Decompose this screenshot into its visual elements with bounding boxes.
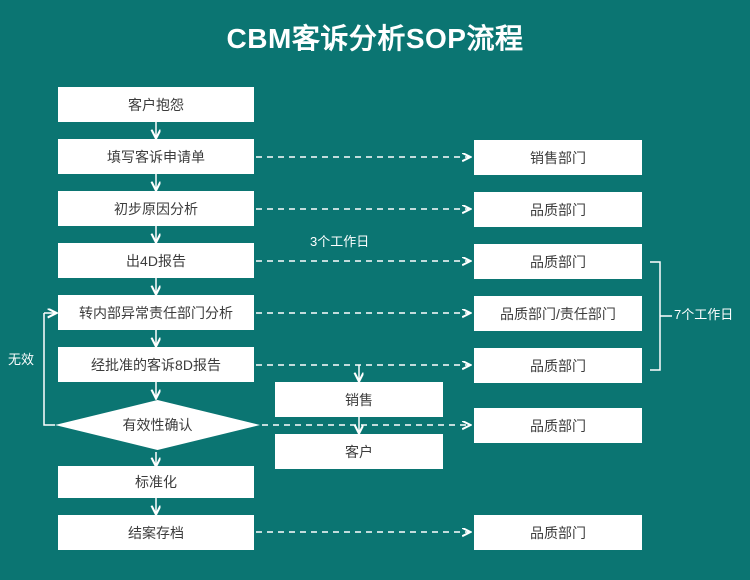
owner-label: 品质部门/责任部门 — [500, 305, 616, 322]
owner-label: 品质部门 — [530, 357, 586, 374]
owner-label: 品质部门 — [530, 201, 586, 218]
annotation-seven-working-days: 7个工作日 — [674, 307, 734, 322]
owner-box-quality-dept-3[interactable]: 品质部门 — [474, 348, 642, 383]
process-label: 出4D报告 — [126, 252, 186, 269]
process-box-fill-claim-form[interactable]: 填写客诉申请单 — [58, 139, 254, 174]
decision-effectiveness-confirmation[interactable]: 有效性确认 — [55, 400, 260, 450]
process-box-sales[interactable]: 销售 — [275, 382, 443, 417]
owner-box-quality-dept-1[interactable]: 品质部门 — [474, 192, 642, 227]
process-label: 填写客诉申请单 — [107, 148, 205, 165]
process-box-standardization[interactable]: 标准化 — [58, 466, 254, 498]
page-title: CBM客诉分析SOP流程 — [226, 23, 524, 54]
process-label: 标准化 — [135, 474, 177, 490]
owner-label: 品质部门 — [530, 524, 586, 541]
process-label: 客户 — [345, 443, 373, 460]
process-label: 客户抱怨 — [128, 96, 184, 113]
process-box-internal-dept-analysis[interactable]: 转内部异常责任部门分析 — [58, 295, 254, 330]
owner-box-quality-responsible-dept[interactable]: 品质部门/责任部门 — [474, 296, 642, 331]
process-box-4d-report[interactable]: 出4D报告 — [58, 243, 254, 278]
decision-label: 有效性确认 — [122, 417, 193, 433]
process-label: 结案存档 — [128, 524, 184, 541]
annotation-three-working-days: 3个工作日 — [310, 234, 370, 249]
process-box-customer-complaint[interactable]: 客户抱怨 — [58, 87, 254, 122]
owner-label: 品质部门 — [530, 417, 586, 434]
owner-box-sales-dept[interactable]: 销售部门 — [474, 140, 642, 175]
process-box-approved-8d-report[interactable]: 经批准的客诉8D报告 — [58, 347, 254, 382]
process-box-close-and-archive[interactable]: 结案存档 — [58, 515, 254, 550]
process-label: 转内部异常责任部门分析 — [79, 304, 233, 321]
process-box-preliminary-analysis[interactable]: 初步原因分析 — [58, 191, 254, 226]
annotation-invalid-loop: 无效 — [8, 352, 35, 367]
owner-label: 销售部门 — [530, 149, 586, 166]
process-box-customer[interactable]: 客户 — [275, 434, 443, 469]
process-label: 销售 — [345, 391, 373, 408]
process-label: 初步原因分析 — [114, 200, 198, 217]
owner-label: 品质部门 — [530, 253, 586, 270]
owner-box-quality-dept-4[interactable]: 品质部门 — [474, 408, 642, 443]
owner-box-quality-dept-2[interactable]: 品质部门 — [474, 244, 642, 279]
owner-box-quality-dept-5[interactable]: 品质部门 — [474, 515, 642, 550]
process-label: 经批准的客诉8D报告 — [91, 356, 221, 373]
